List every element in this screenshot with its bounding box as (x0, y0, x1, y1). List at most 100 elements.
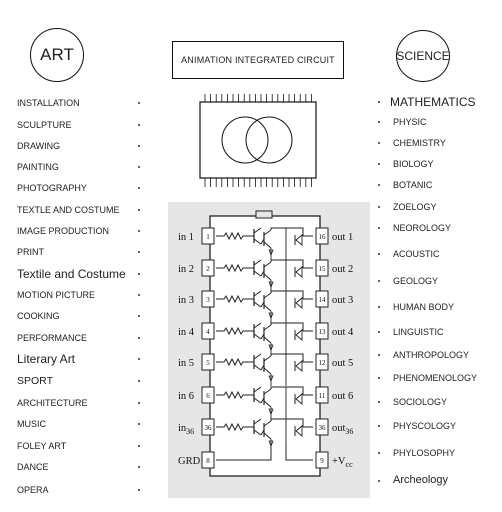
ic-pin-box (201, 227, 215, 245)
ic-input-label-text: in 1 (178, 232, 194, 243)
ic-pin-number: 4 (206, 328, 210, 336)
bullet-dot (378, 101, 380, 103)
ic-output-label: out 6 (332, 391, 353, 402)
transistor-collector (253, 290, 262, 297)
art-item: MOTION PICTURE (17, 289, 95, 300)
bullet-dot (378, 306, 380, 308)
ic-input-label: in 5 (178, 358, 194, 369)
ic-output-label-text: +V (332, 456, 346, 467)
collector-line (270, 322, 304, 331)
transistor-emitter (253, 333, 262, 340)
ic-pin-box (315, 290, 329, 308)
bullet-dot (378, 452, 380, 454)
transistor2-emitter (263, 432, 272, 440)
art-item: SCULPTURE (17, 119, 72, 130)
ic-pin-box (315, 451, 329, 469)
bullet-dot (138, 145, 140, 147)
ic-output-label: out 1 (332, 232, 353, 243)
science-item: GEOLOGY (393, 275, 439, 286)
ic-input-label-text: GRD (178, 456, 201, 467)
transistor-collector (253, 353, 262, 360)
art-item: ARCHITECTURE (17, 397, 88, 408)
transistor-emitter (253, 270, 262, 277)
art-item: PRINT (17, 246, 44, 257)
bullet-dot (138, 489, 140, 491)
ic-output-label: +Vcc (332, 456, 353, 469)
bullet-dot (138, 273, 140, 275)
bullet-dot (378, 227, 380, 229)
ic-pin-box (201, 418, 215, 436)
science-item: PHENOMENOLOGY (393, 372, 478, 383)
bullet-dot (138, 102, 140, 104)
bullet-dot (378, 163, 380, 165)
art-item: DRAWING (17, 140, 61, 151)
ic-pin-box (315, 322, 329, 340)
bullet-dot (138, 423, 140, 425)
ic-pin-number: 13 (319, 328, 327, 336)
ic-output-label: out 2 (332, 264, 353, 275)
ic-output-label-text: out 2 (332, 264, 353, 275)
science-item: PHYSIC (393, 116, 427, 127)
transistor-collector (253, 227, 262, 234)
transistor2-lead (260, 429, 265, 436)
bullet-dot (138, 445, 140, 447)
science-item: Archeology (393, 474, 449, 487)
ic-pin-number: 3 (206, 296, 210, 304)
collector-line (270, 259, 304, 268)
science-item: SOCIOLOGY (393, 396, 448, 407)
ic-input-label: in 2 (178, 264, 194, 275)
bullet-dot (378, 401, 380, 403)
art-item: INSTALLATION (17, 97, 80, 108)
resistor (216, 231, 250, 241)
bullet-dot (378, 331, 380, 333)
ic-output-label-text: out 1 (332, 232, 353, 243)
science-item: HUMAN BODY (393, 301, 455, 312)
transistor2-emitter (263, 273, 272, 281)
bullet-dot (378, 425, 380, 427)
page-title: ANIMATION INTEGRATED CIRCUIT (181, 55, 335, 65)
bullet-dot (378, 184, 380, 186)
diode (295, 425, 303, 437)
ic-input-label-text: in (178, 423, 187, 434)
ic-pin-box (201, 353, 215, 371)
resistor (216, 390, 250, 400)
transistor2-lead (260, 270, 265, 277)
ic-pin-number: 14 (319, 296, 327, 304)
bullet-dot (138, 380, 140, 382)
bullet-dot (138, 209, 140, 211)
ic-pin-box (315, 227, 329, 245)
science-item: ZOELOGY (393, 201, 437, 212)
ic-pin-number: 36 (205, 424, 213, 432)
bullet-dot (378, 280, 380, 282)
transistor2-collector (263, 324, 272, 331)
transistor2-collector (263, 229, 272, 236)
collector-line (270, 290, 304, 299)
transistor-emitter (253, 397, 262, 404)
ic-output-label-text: out (332, 423, 346, 434)
bullet-dot (378, 206, 380, 208)
ic-input-label: in 1 (178, 232, 194, 243)
bullet-dot (138, 166, 140, 168)
art-item: OPERA (17, 484, 49, 495)
diode (295, 360, 303, 372)
transistor2-emitter (263, 367, 272, 375)
ic-pin-box (315, 259, 329, 277)
science-circle: SCIENCE (396, 30, 450, 82)
bullet-dot (378, 354, 380, 356)
venn-circle-right (245, 116, 293, 164)
ic-output-label-sub: cc (346, 460, 354, 469)
transistor-collector (253, 418, 262, 425)
diode (295, 266, 303, 278)
resistor (216, 263, 250, 273)
transistor2-lead (260, 301, 265, 308)
transistor2-collector (263, 292, 272, 299)
ic-output-label: out36 (332, 423, 353, 436)
ic-pin-box (201, 290, 215, 308)
ic-output-label-text: out 3 (332, 295, 353, 306)
art-item: DANCE (17, 461, 49, 472)
ground-line (216, 444, 272, 461)
ic-pin-number: 16 (319, 233, 327, 241)
science-item: LINGUISTIC (393, 326, 444, 337)
science-item: ANTHROPOLOGY (393, 349, 470, 360)
